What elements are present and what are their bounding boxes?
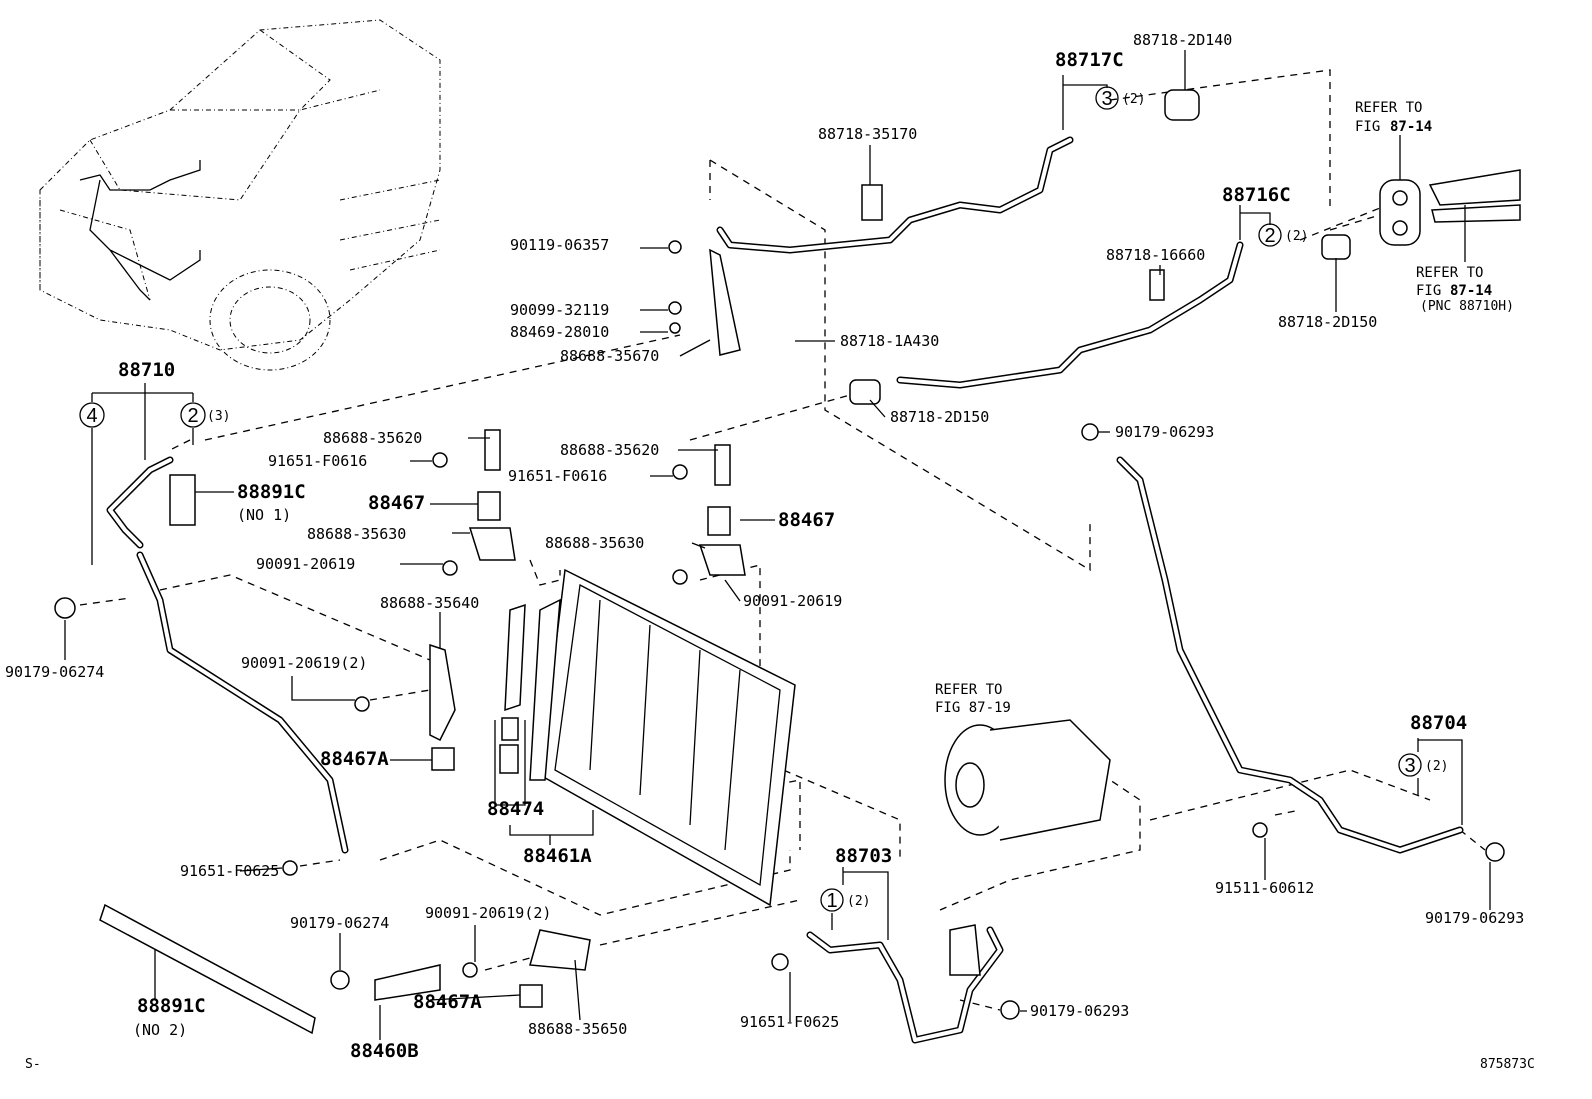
label-88891C-no2: 88891C	[137, 995, 206, 1017]
label-88474: 88474	[487, 798, 544, 820]
label-88688-35620: 88688-35620	[560, 441, 659, 459]
label-88688-35640: 88688-35640	[380, 594, 479, 612]
label-91651-F0625: 91651-F0625	[180, 862, 279, 880]
label-88718-1A430: 88718-1A430	[840, 332, 939, 350]
label-88688-35630: 88688-35630	[307, 525, 406, 543]
label-88718-35170: 88718-35170	[818, 125, 917, 143]
label-90091-20619: 90091-20619	[743, 592, 842, 610]
label-90179-06293: 90179-06293	[1030, 1002, 1129, 1020]
qty-label: (2)	[1425, 759, 1448, 774]
fig-number: 87-14	[1390, 119, 1432, 135]
parts	[54, 89, 1521, 1035]
label-91651-F0616: 91651-F0616	[508, 467, 607, 485]
label-88467A: 88467A	[413, 991, 482, 1013]
label-88717C: 88717C	[1055, 49, 1124, 71]
qty-label: (3)	[207, 409, 230, 424]
label-88688-35620: 88688-35620	[323, 429, 422, 447]
refer-to-label: REFER TO	[1355, 100, 1422, 116]
refer-to-label: REFER TO	[1416, 265, 1483, 281]
label-88467: 88467	[368, 492, 425, 514]
ref-circle-1: 1	[826, 890, 837, 912]
ref-circle-3: 3	[1101, 88, 1112, 110]
ref-circle-2: 2	[1264, 225, 1275, 247]
fig-number: 87-14	[1450, 283, 1492, 299]
pnc-label: (PNC 88710H)	[1420, 299, 1514, 314]
vehicle-illustration	[39, 19, 441, 371]
label-no1: (NO 1)	[237, 506, 291, 524]
illustration-number: 875873C	[1480, 1057, 1535, 1072]
label-88710: 88710	[118, 359, 175, 381]
label-88716C: 88716C	[1222, 184, 1291, 206]
label-88703: 88703	[835, 845, 892, 867]
part-labels: 88717C 88718-2D140 3 (2) 88718-35170 887…	[5, 31, 1535, 1072]
label-88467A: 88467A	[320, 748, 389, 770]
label-88688-35670: 88688-35670	[560, 347, 659, 365]
label-90179-06293: 90179-06293	[1425, 909, 1524, 927]
label-88467: 88467	[778, 509, 835, 531]
label-88891C-no1: 88891C	[237, 481, 306, 503]
label-91511-60612: 91511-60612	[1215, 879, 1314, 897]
label-91651-F0625: 91651-F0625	[740, 1013, 839, 1031]
label-90179-06293: 90179-06293	[1115, 423, 1214, 441]
label-no2: (NO 2)	[133, 1021, 187, 1039]
label-90119-06357: 90119-06357	[510, 236, 609, 254]
reference-lines	[79, 69, 1486, 1011]
fitting-2d140	[1164, 89, 1200, 121]
compressor	[944, 719, 1111, 841]
label-88718-16660: 88718-16660	[1106, 246, 1205, 264]
label-88704: 88704	[1410, 712, 1467, 734]
fig-label: FIG	[1416, 283, 1441, 299]
leader-lines	[64, 50, 1491, 1040]
qty-label: (2)	[1285, 229, 1308, 244]
corner-mark: S-	[25, 1057, 41, 1072]
label-88688-35630: 88688-35630	[545, 534, 644, 552]
qty-label: (2)	[847, 894, 870, 909]
fig-label: FIG	[1355, 119, 1380, 135]
label-91651-F0616: 91651-F0616	[268, 452, 367, 470]
reference-circles	[79, 86, 1422, 912]
label-90091-20619: 90091-20619	[256, 555, 355, 573]
label-88469-28010: 88469-28010	[510, 323, 609, 341]
ref-circle-4: 4	[86, 405, 97, 427]
ref-circle-2: 2	[187, 405, 198, 427]
refer-to-label: REFER TO	[935, 682, 1002, 698]
label-88718-2D150: 88718-2D150	[1278, 313, 1377, 331]
seal-no2	[99, 903, 316, 1035]
ref-circle-3: 3	[1404, 755, 1415, 777]
label-88461A: 88461A	[523, 845, 592, 867]
label-88688-35650: 88688-35650	[528, 1020, 627, 1038]
label-90091-20619-2: 90091-20619(2)	[425, 904, 551, 922]
label-88460B: 88460B	[350, 1040, 419, 1062]
label-90091-20619-2: 90091-20619(2)	[241, 654, 367, 672]
ac-pipes	[106, 136, 1464, 1044]
fig-label: FIG 87-19	[935, 700, 1011, 716]
label-90099-32119: 90099-32119	[510, 301, 609, 319]
label-90179-06274: 90179-06274	[290, 914, 389, 932]
label-88718-2D140: 88718-2D140	[1133, 31, 1232, 49]
label-88718-2D150: 88718-2D150	[890, 408, 989, 426]
qty-label: (2)	[1122, 92, 1145, 107]
label-90179-06274: 90179-06274	[5, 663, 104, 681]
